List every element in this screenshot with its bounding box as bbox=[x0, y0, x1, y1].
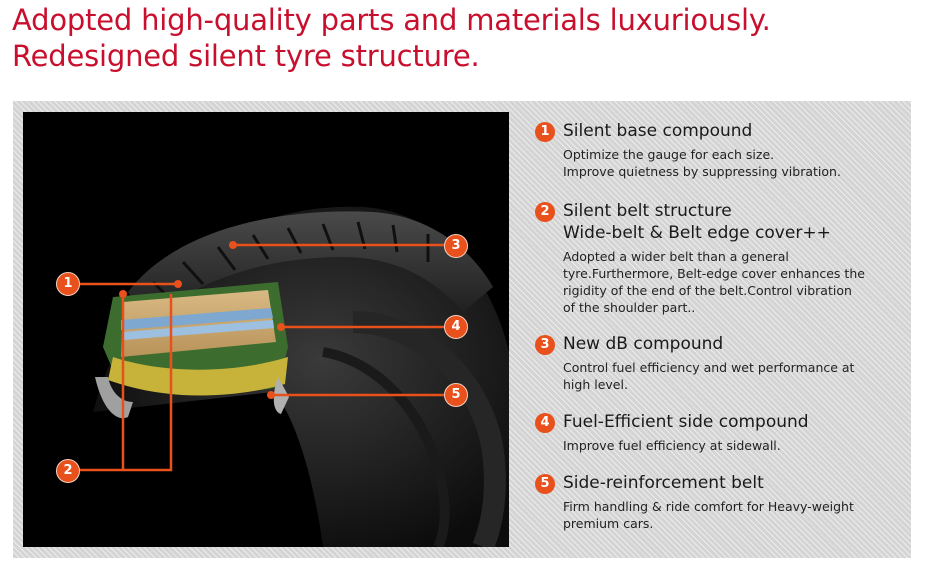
feature-description: Optimize the gauge for each size. Improv… bbox=[563, 146, 900, 180]
feature-description-line: Improve fuel efficiency at sidewall. bbox=[563, 438, 781, 453]
feature-title: Side-reinforcement belt bbox=[563, 473, 764, 493]
tyre-cutaway-illustration bbox=[68, 206, 509, 547]
feature-number-badge: 4 bbox=[535, 413, 555, 433]
feature-description: Improve fuel efficiency at sidewall. bbox=[563, 437, 900, 454]
feature-description-line: tyre.Furthermore, Belt-edge cover enhanc… bbox=[563, 266, 865, 281]
feature-item: 1 Silent base compound Optimize the gaug… bbox=[535, 120, 900, 180]
feature-title: Silent base compound bbox=[563, 121, 753, 141]
feature-title: Silent belt structure bbox=[563, 201, 732, 221]
headline: Adopted high-quality parts and materials… bbox=[12, 2, 771, 74]
callout-5: 5 bbox=[444, 383, 468, 407]
feature-description-line: Control fuel efficiency and wet performa… bbox=[563, 360, 855, 375]
feature-description-line: Optimize the gauge for each size. bbox=[563, 147, 775, 162]
feature-description-line: premium cars. bbox=[563, 516, 654, 531]
feature-description-line: Improve quietness by suppressing vibrati… bbox=[563, 164, 841, 179]
feature-description: Firm handling & ride comfort for Heavy-w… bbox=[563, 498, 900, 532]
feature-number-badge: 2 bbox=[535, 202, 555, 222]
feature-item: 4 Fuel-Efficient side compound Improve f… bbox=[535, 411, 900, 454]
tyre-cutaway-image: 1 2 3 4 5 bbox=[23, 112, 509, 547]
callout-2: 2 bbox=[56, 459, 80, 483]
feature-number-badge: 1 bbox=[535, 122, 555, 142]
feature-title: New dB compound bbox=[563, 334, 724, 354]
feature-description: Adopted a wider belt than a general tyre… bbox=[563, 248, 900, 316]
feature-item: 5 Side-reinforcement belt Firm handling … bbox=[535, 472, 900, 532]
feature-description-line: of the shoulder part.. bbox=[563, 300, 696, 315]
feature-description-line: high level. bbox=[563, 377, 628, 392]
callout-3: 3 bbox=[444, 234, 468, 258]
feature-subtitle: Wide-belt & Belt edge cover++ bbox=[563, 223, 831, 243]
feature-number-badge: 5 bbox=[535, 474, 555, 494]
callout-1: 1 bbox=[56, 272, 80, 296]
headline-line-1: Adopted high-quality parts and materials… bbox=[12, 3, 771, 37]
feature-description-line: Adopted a wider belt than a general bbox=[563, 249, 789, 264]
feature-item: 3 New dB compound Control fuel efficienc… bbox=[535, 333, 900, 393]
feature-description-line: rigidity of the end of the belt.Control … bbox=[563, 283, 852, 298]
feature-item: 2 Silent belt structure Wide-belt & Belt… bbox=[535, 200, 900, 316]
feature-number-badge: 3 bbox=[535, 335, 555, 355]
feature-description: Control fuel efficiency and wet performa… bbox=[563, 359, 900, 393]
headline-line-2: Redesigned silent tyre structure. bbox=[12, 39, 480, 73]
callout-4: 4 bbox=[444, 315, 468, 339]
feature-title: Fuel-Efficient side compound bbox=[563, 412, 809, 432]
feature-description-line: Firm handling & ride comfort for Heavy-w… bbox=[563, 499, 854, 514]
